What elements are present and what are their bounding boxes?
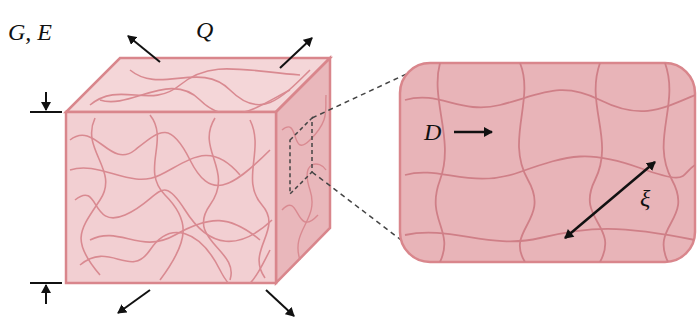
mesh-size-label: ξ	[640, 186, 650, 210]
diffusivity-label: D	[424, 120, 441, 144]
modulus-label: G, E	[8, 20, 52, 44]
flux-label: Q	[196, 18, 213, 42]
